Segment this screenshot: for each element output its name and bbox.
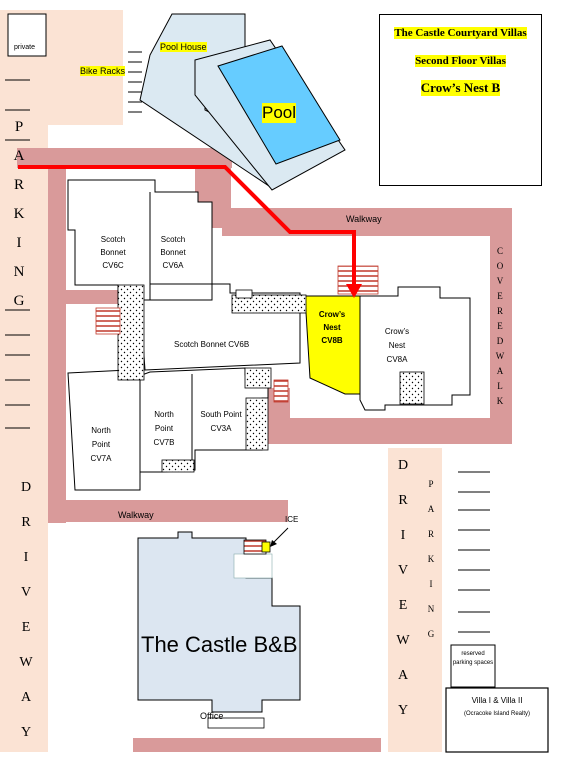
walkway-right-bottom bbox=[262, 418, 512, 444]
covered-walk-label: C O V E R E D W A L K bbox=[495, 246, 505, 406]
stairs-mid bbox=[273, 379, 289, 403]
villa-line-2: (Ocracoke Island Realty) bbox=[463, 711, 531, 717]
reserved-parking-label: reserved parking spaces bbox=[452, 651, 494, 666]
dotted-cv8a bbox=[399, 371, 425, 405]
route-line bbox=[18, 165, 356, 288]
office-label: Office bbox=[200, 711, 224, 721]
building-cv8a bbox=[359, 286, 471, 411]
parking-left-label: P A R K I N G bbox=[13, 119, 25, 309]
right-driveway bbox=[388, 448, 442, 752]
unit-cv8b: Crow’s Nest CV8B bbox=[318, 310, 346, 345]
unit-cv6a: Scotch Bonnet CV6A bbox=[160, 235, 186, 270]
title-line-1: The Castle Courtyard Villas bbox=[394, 27, 527, 39]
private-label: private bbox=[14, 44, 36, 51]
ice-machine bbox=[261, 541, 271, 553]
bike-racks bbox=[128, 51, 142, 113]
unit-cv6c: Scotch Bonnet CV6C bbox=[100, 235, 126, 270]
unit-cv8a: Crow’s Nest CV8A bbox=[384, 327, 410, 364]
dotted-cv3a-stair bbox=[245, 397, 269, 451]
ice-label: ICE bbox=[285, 515, 299, 524]
walkway-top-label: Walkway bbox=[346, 214, 382, 224]
office-steps bbox=[207, 717, 265, 729]
title-line-3: Crow’s Nest B bbox=[420, 80, 501, 96]
route-arrowhead bbox=[346, 284, 362, 298]
parking-right-label: P A R K I N G bbox=[427, 479, 435, 639]
driveway-left-label: D R I V E W A Y bbox=[19, 480, 33, 740]
walkway-left-stub bbox=[48, 290, 118, 304]
reserved-box bbox=[450, 644, 496, 688]
castle-building bbox=[137, 531, 301, 713]
pool-house-label: Pool House bbox=[160, 42, 207, 52]
right-parking-ticks bbox=[458, 471, 490, 633]
bike-racks-label: Bike Racks bbox=[80, 66, 126, 76]
building-cv8b-highlight bbox=[304, 295, 361, 395]
pool-label: Pool bbox=[262, 103, 297, 123]
walkway-left-side bbox=[48, 168, 66, 523]
villa-box bbox=[445, 687, 549, 753]
ice-arrow bbox=[271, 527, 289, 545]
title-line-2: Second Floor Villas bbox=[415, 55, 506, 67]
left-driveway bbox=[0, 10, 48, 752]
unit-cv7a: North Point CV7A bbox=[90, 426, 112, 463]
stairs-left bbox=[95, 307, 121, 335]
villa-line-1: Villa I & Villa II bbox=[471, 696, 523, 705]
driveway-right-label: D R I V E W A Y bbox=[396, 458, 410, 718]
bottom-strip bbox=[133, 738, 381, 752]
walkway-right-side bbox=[490, 208, 512, 444]
dotted-cv3a-right bbox=[244, 367, 272, 389]
private-box bbox=[7, 13, 47, 57]
castle-label: The Castle B&B bbox=[141, 632, 298, 657]
walkway-top-band bbox=[17, 148, 232, 168]
dotted-cv7b bbox=[161, 459, 195, 473]
walkway-bottom bbox=[48, 500, 288, 522]
dotted-stair-left bbox=[117, 284, 145, 381]
castle-inner bbox=[233, 553, 273, 579]
stairs-small bbox=[235, 289, 253, 299]
unit-cv7b: North Point CV7B bbox=[153, 410, 175, 447]
title-box: The Castle Courtyard Villas Second Floor… bbox=[379, 14, 542, 186]
dotted-landing bbox=[231, 294, 307, 314]
left-parking-ticks bbox=[5, 79, 30, 429]
unit-cv3a: South Point CV3A bbox=[200, 410, 242, 433]
walkway-bottom-label: Walkway bbox=[118, 510, 154, 520]
unit-cv6b: Scotch Bonnet CV6B bbox=[174, 340, 250, 349]
